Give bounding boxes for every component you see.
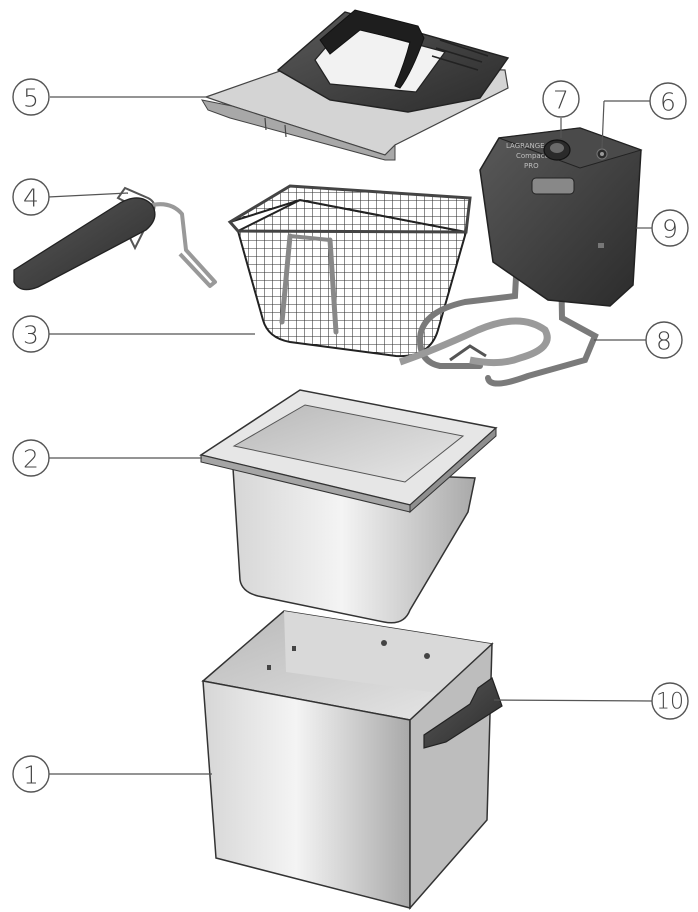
- callout-4-label: 4: [23, 184, 39, 213]
- leader-line-6b: [601, 100, 605, 149]
- callout-6: 6: [649, 82, 687, 120]
- callout-9-label: 9: [662, 215, 678, 244]
- brand-label: LAGRANGE: [506, 142, 545, 150]
- leader-lines: [47, 96, 653, 775]
- oil-bowl: [199, 389, 498, 624]
- callout-1: 1: [12, 755, 50, 793]
- callout-4: 4: [12, 178, 50, 216]
- model-sub-label: PRO: [524, 162, 539, 170]
- callout-9: 9: [651, 209, 689, 247]
- callout-3-label: 3: [23, 321, 39, 350]
- indicator-light: [596, 148, 608, 160]
- frying-basket: [227, 184, 472, 358]
- callout-6-label: 6: [660, 88, 676, 117]
- callout-2-label: 2: [23, 445, 39, 474]
- callout-8: 8: [645, 321, 683, 359]
- callout-1-label: 1: [23, 761, 39, 790]
- lid: [200, 9, 510, 161]
- callout-2: 2: [12, 439, 50, 477]
- callout-8-label: 8: [656, 327, 672, 356]
- outer-housing: [201, 610, 494, 910]
- callout-7-label: 7: [553, 86, 569, 115]
- callout-7: 7: [542, 80, 580, 118]
- model-label: Compact: [516, 152, 548, 160]
- basket-handle: [13, 186, 217, 291]
- housing-handle: [423, 677, 503, 749]
- callout-3: 3: [12, 315, 50, 353]
- callout-5: 5: [12, 78, 50, 116]
- leader-line-10: [493, 699, 653, 702]
- thermostat-knob: [543, 139, 571, 161]
- leader-line-4: [47, 192, 129, 198]
- heating-element: [398, 197, 599, 387]
- callout-10: 10: [651, 682, 689, 720]
- callout-10-label: 10: [656, 690, 684, 715]
- callout-5-label: 5: [23, 84, 39, 113]
